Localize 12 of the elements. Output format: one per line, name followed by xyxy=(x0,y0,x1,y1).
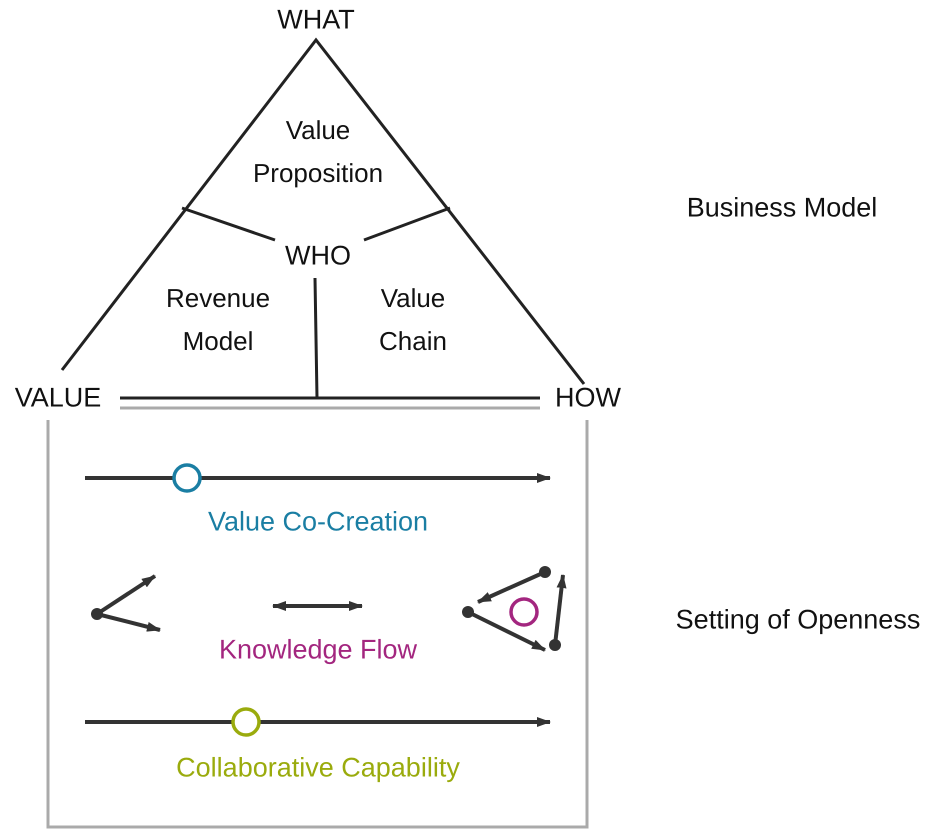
scale-label: Value Co-Creation xyxy=(208,506,428,538)
corner-label: WHO xyxy=(285,240,351,272)
corner-label: WHAT xyxy=(277,4,355,36)
scale-label: Knowledge Flow xyxy=(218,634,418,666)
section-label: Revenue Model xyxy=(148,277,288,363)
section-label: Value Proposition xyxy=(228,109,408,195)
corner-label: VALUE xyxy=(14,382,102,414)
section-label: Value Chain xyxy=(358,277,468,363)
side-label: Business Model xyxy=(686,192,878,224)
scale-label: Collaborative Capability xyxy=(176,752,460,784)
side-label: Setting of Openness xyxy=(676,604,920,636)
corner-label: HOW xyxy=(555,382,621,414)
